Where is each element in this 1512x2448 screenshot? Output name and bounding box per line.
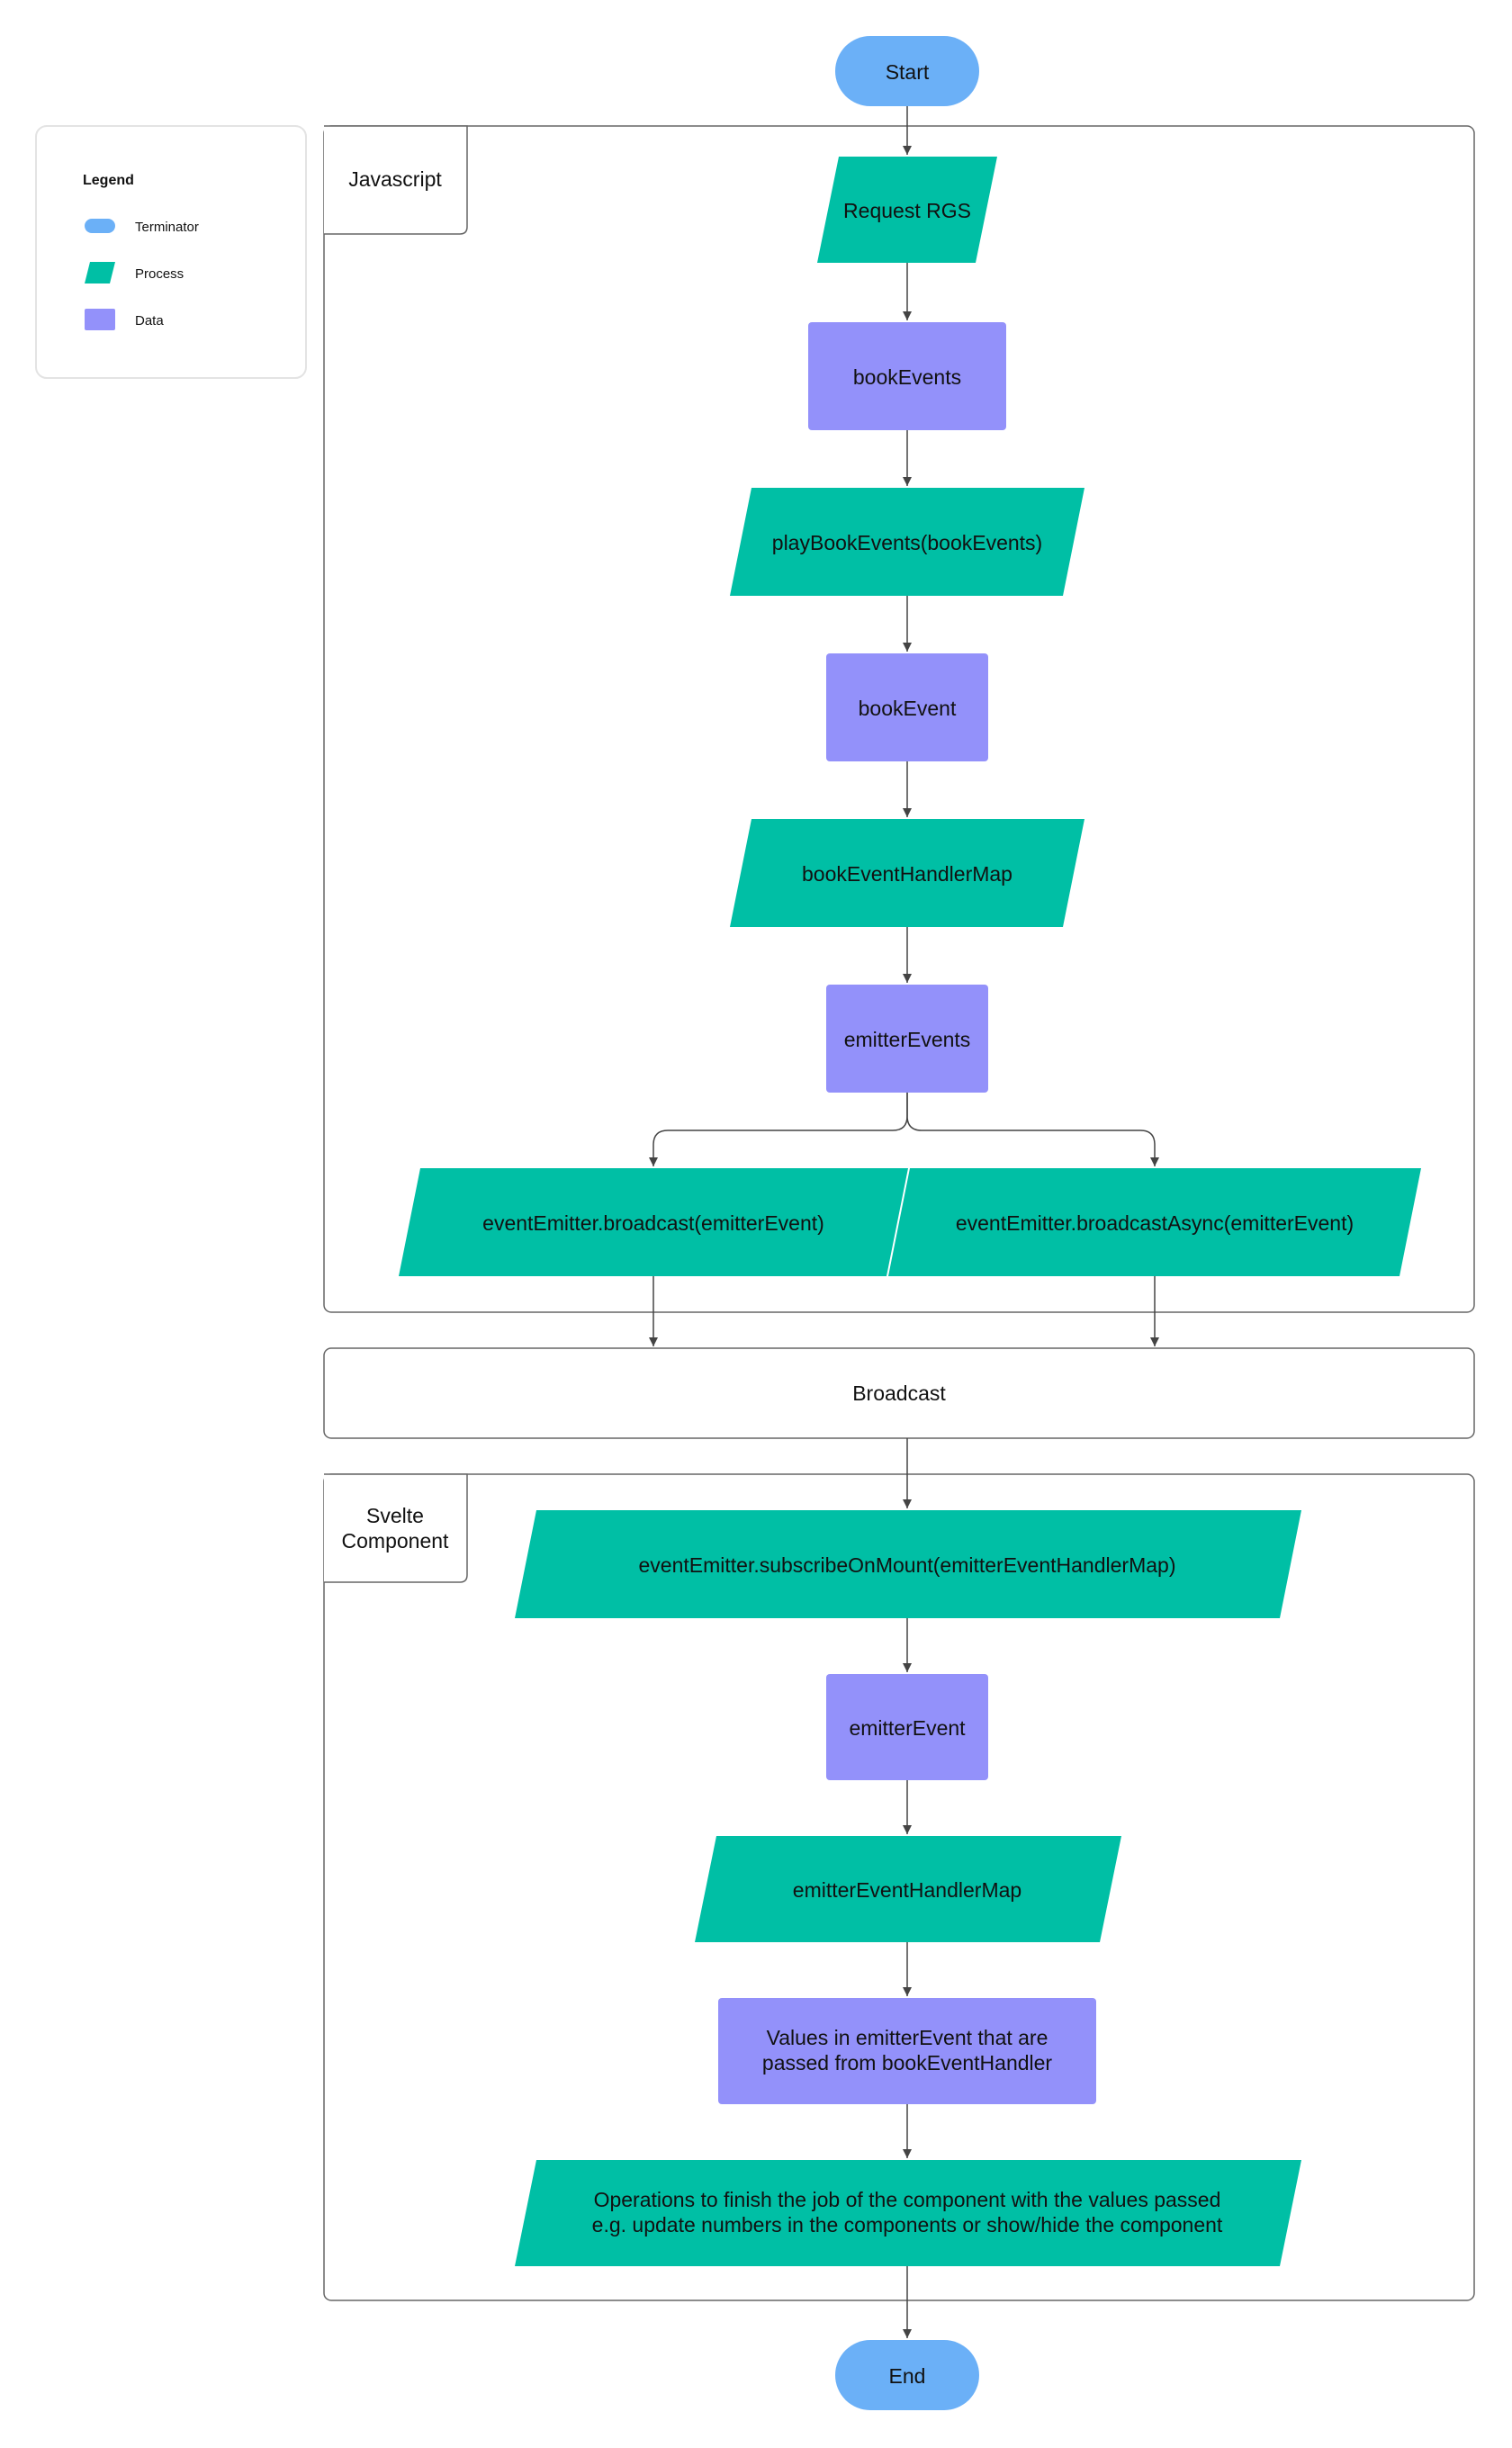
broadcast-box <box>323 1347 1475 1439</box>
book-events-data <box>808 322 1006 430</box>
play-book-events-process <box>730 488 1084 596</box>
svelte-group-box <box>323 1473 1475 2301</box>
emitter-event-data <box>826 1674 988 1780</box>
broadcast-call-label: eventEmitter.broadcast(emitterEvent) <box>482 1211 824 1235</box>
legend-terminator-label: Terminator <box>135 220 199 235</box>
legend-data-icon <box>85 309 115 330</box>
svelte-group-label-box <box>324 1473 468 1583</box>
javascript-group: Javascript <box>323 125 1475 1313</box>
legend-data-label: Data <box>135 313 164 328</box>
subscribe-on-mount-label: eventEmitter.subscribeOnMount(emitterEve… <box>639 1553 1176 1577</box>
node-end: End <box>835 2340 979 2410</box>
request-rgs-label: Request RGS <box>843 199 971 222</box>
values-in-emitter-event-line-1: Values in emitterEvent that are <box>767 2026 1048 2049</box>
node-book-event: bookEvent <box>826 653 988 761</box>
node-emitter-event-handler-map: emitterEventHandlerMap <box>695 1836 1121 1942</box>
subscribe-on-mount-process <box>515 1510 1301 1618</box>
book-event-label: bookEvent <box>859 697 957 720</box>
book-events-label: bookEvents <box>853 365 961 389</box>
start-label: Start <box>886 60 930 84</box>
end-terminator <box>835 2340 979 2410</box>
node-emitter-events: emitterEvents <box>826 985 988 1093</box>
book-event-data <box>826 653 988 761</box>
node-values-in-emitter-event: Values in emitterEvent that are passed f… <box>718 1998 1096 2104</box>
node-request-rgs: Request RGS <box>817 157 997 263</box>
node-start: Start <box>835 36 979 106</box>
operations-process <box>515 2160 1301 2266</box>
legend: Legend Terminator Process Data <box>35 125 307 379</box>
values-in-emitter-event-data <box>718 1998 1096 2104</box>
node-broadcast-async-call: eventEmitter.broadcastAsync(emitterEvent… <box>888 1168 1421 1276</box>
start-terminator <box>835 36 979 106</box>
svelte-component-group: Svelte Component <box>323 1473 1475 2301</box>
svelte-group-label-line-2: Component <box>342 1529 450 1552</box>
connectors <box>649 106 1159 2338</box>
node-book-events: bookEvents <box>808 322 1006 430</box>
request-rgs-process <box>817 157 997 263</box>
legend-process-icon <box>85 262 115 284</box>
svelte-group-label-line-1: Svelte <box>366 1504 424 1527</box>
book-event-handler-map-label: bookEventHandlerMap <box>802 862 1012 886</box>
legend-box <box>35 125 307 379</box>
javascript-group-label-box <box>324 125 468 235</box>
edge-emitterevents-broadcastasync <box>906 1093 1159 1166</box>
broadcast-call-process <box>399 1168 908 1276</box>
emitter-events-label: emitterEvents <box>844 1028 971 1051</box>
node-emitter-event: emitterEvent <box>826 1674 988 1780</box>
legend-title: Legend <box>83 173 134 188</box>
broadcast-async-call-process <box>888 1168 1421 1276</box>
operations-line-1: Operations to finish the job of the comp… <box>594 2188 1221 2211</box>
javascript-group-box <box>323 125 1475 1313</box>
node-operations: Operations to finish the job of the comp… <box>515 2160 1301 2266</box>
node-book-event-handler-map: bookEventHandlerMap <box>730 819 1084 927</box>
node-play-book-events: playBookEvents(bookEvents) <box>730 488 1084 596</box>
emitter-event-handler-map-process <box>695 1836 1121 1942</box>
emitter-event-handler-map-label: emitterEventHandlerMap <box>793 1878 1022 1902</box>
javascript-group-label: Javascript <box>348 167 442 191</box>
broadcast-label: Broadcast <box>852 1382 946 1405</box>
operations-line-2: e.g. update numbers in the components or… <box>592 2213 1223 2236</box>
end-label: End <box>889 2364 926 2388</box>
broadcast-group: Broadcast <box>323 1347 1475 1439</box>
legend-terminator-icon <box>85 219 115 233</box>
broadcast-async-call-label: eventEmitter.broadcastAsync(emitterEvent… <box>956 1211 1354 1235</box>
node-subscribe-on-mount: eventEmitter.subscribeOnMount(emitterEve… <box>515 1510 1301 1618</box>
edge-emitterevents-broadcast <box>649 1093 908 1166</box>
emitter-event-label: emitterEvent <box>849 1716 966 1740</box>
book-event-handler-map-process <box>730 819 1084 927</box>
play-book-events-label: playBookEvents(bookEvents) <box>772 531 1042 554</box>
node-broadcast-call: eventEmitter.broadcast(emitterEvent) <box>399 1168 908 1276</box>
emitter-events-data <box>826 985 988 1093</box>
values-in-emitter-event-line-2: passed from bookEventHandler <box>762 2051 1053 2074</box>
legend-process-label: Process <box>135 266 184 282</box>
